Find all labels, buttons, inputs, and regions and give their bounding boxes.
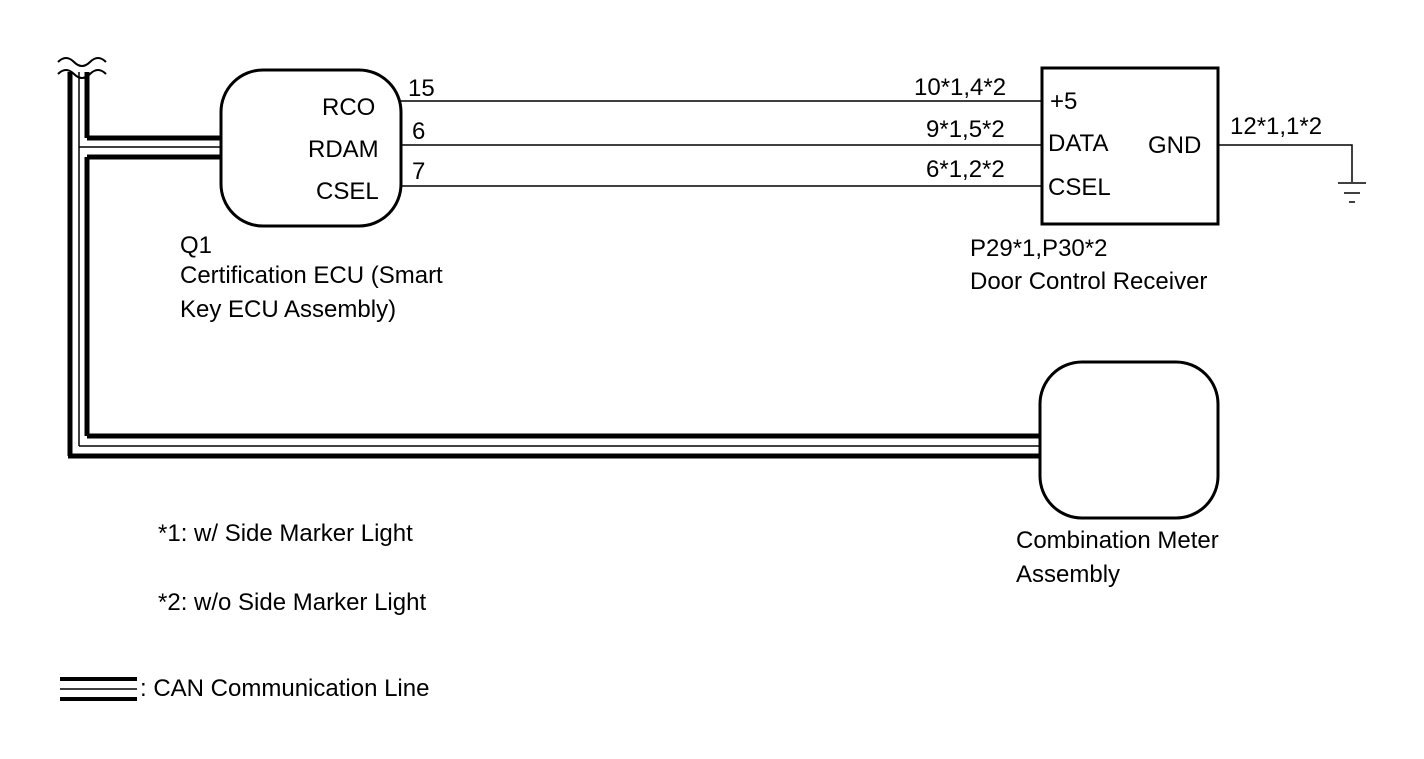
- meter-name-line2: Assembly: [1016, 561, 1121, 588]
- receiver-box: [1040, 66, 1220, 226]
- meter-box: [1038, 360, 1220, 520]
- ecu-pin-name-csel: CSEL: [316, 178, 379, 205]
- note-1: *1: w/ Side Marker Light: [158, 520, 413, 547]
- ecu-pin-number-rco: 15: [408, 75, 435, 102]
- can-legend-symbol: [60, 677, 137, 701]
- signal-wires: [401, 100, 1042, 187]
- receiver-pin-number-gnd: 12*1,1*2: [1230, 113, 1323, 140]
- receiver-name: Door Control Receiver: [970, 268, 1208, 295]
- ecu-box: [219, 68, 403, 228]
- meter-name-line1: Combination Meter: [1016, 527, 1219, 554]
- receiver-code: P29*1,P30*2: [970, 235, 1108, 262]
- receiver-pin-number-csel: 6*1,2*2: [926, 156, 1005, 183]
- note-2: *2: w/o Side Marker Light: [158, 589, 427, 616]
- ecu-pin-number-csel: 7: [412, 158, 426, 185]
- ecu-name-line2: Key ECU Assembly): [180, 296, 397, 323]
- receiver-pin-name-5v: +5: [1050, 88, 1078, 115]
- receiver-pin-number-data: 9*1,5*2: [926, 116, 1005, 143]
- ground-wire: [1218, 144, 1366, 203]
- can-bus: [67, 72, 1042, 459]
- receiver-pin-name-csel: CSEL: [1048, 174, 1111, 201]
- break-symbol: [57, 57, 107, 67]
- ecu-code: Q1: [180, 232, 213, 259]
- ecu-pin-number-rdam: 6: [412, 118, 426, 145]
- receiver-pin-number-5v: 10*1,4*2: [914, 74, 1007, 101]
- ecu-pin-name-rco: RCO: [322, 94, 376, 121]
- receiver-pin-name-data: DATA: [1048, 130, 1109, 157]
- ecu-name-line1: Certification ECU (Smart: [180, 262, 443, 289]
- break-symbol-2: [57, 69, 107, 79]
- receiver-pin-name-gnd: GND: [1148, 132, 1202, 159]
- ecu-pin-name-rdam: RDAM: [308, 136, 379, 163]
- can-legend-label: : CAN Communication Line: [140, 675, 430, 702]
